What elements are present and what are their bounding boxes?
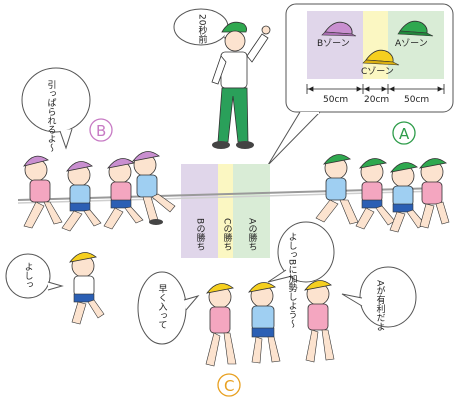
distance-left-label: 50cm	[323, 95, 349, 105]
purple-cap-icon	[321, 21, 357, 37]
win-b-label: Bの勝ち	[194, 218, 205, 252]
zone-b-area	[307, 11, 363, 79]
team-c-label: C	[224, 377, 235, 395]
green-cap-icon	[397, 20, 434, 37]
teacher-bubble-text: 20秒前	[196, 14, 207, 44]
zone-c-label: Cゾーン	[361, 67, 394, 77]
center-zone-a	[233, 164, 270, 258]
team-b-circle	[89, 118, 113, 142]
center-zone-c	[218, 164, 233, 258]
team-b-bubble-text: 引っぱられるよ〜	[45, 80, 56, 152]
zone-c-area	[363, 11, 388, 79]
win-a-label: Aの勝ち	[246, 218, 257, 252]
team-b-kids	[21, 67, 176, 232]
team-a-circle	[392, 121, 416, 145]
a-yuri-bubble-text: Aが有利だよ	[374, 280, 385, 332]
distance-right-label: 50cm	[404, 95, 430, 105]
win-c-label: Cの勝ち	[221, 218, 232, 252]
team-c-circle	[217, 373, 241, 397]
team-b-label: B	[96, 122, 107, 140]
team-c-kids	[5, 221, 417, 367]
zone-a-label: Aゾーン	[395, 39, 428, 49]
b-support-bubble-text: よしっBに加勢しよう〜	[286, 232, 297, 329]
center-zone-b	[181, 164, 218, 258]
zone-b-label: Bゾーン	[317, 39, 350, 49]
distance-mid-label: 20cm	[364, 95, 390, 105]
zone-diagram-panel	[267, 3, 454, 166]
yoshi-bubble-text: よしっ	[22, 262, 33, 289]
teacher-figure	[173, 8, 271, 149]
team-a-label: A	[399, 125, 410, 143]
yellow-cap-icon	[362, 49, 400, 66]
team-a-kids	[315, 154, 450, 233]
hayaku-bubble-text: 早く入って	[156, 284, 167, 329]
